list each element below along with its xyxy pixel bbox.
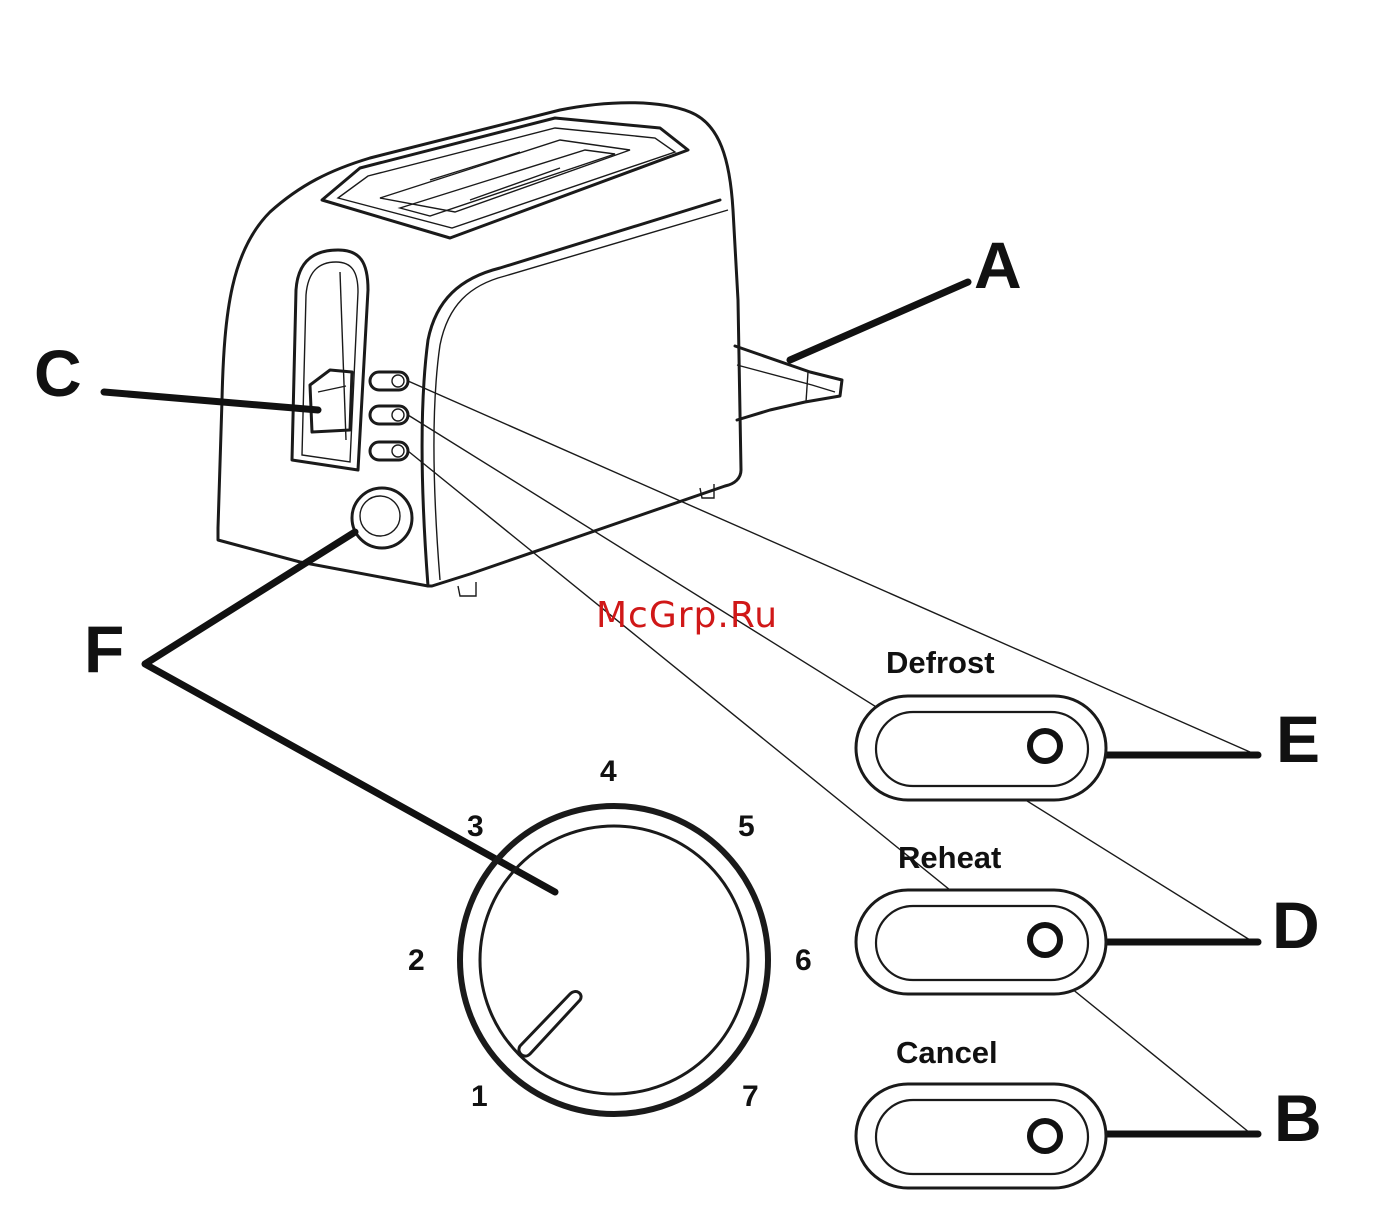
callout-letters: A C F E D B <box>34 228 1322 1155</box>
control-cancel: Cancel <box>856 1035 1106 1188</box>
watermark: McGrp.Ru <box>596 595 778 636</box>
callout-f: F <box>84 612 124 686</box>
dial-number-7: 7 <box>742 1080 759 1113</box>
control-reheat: Reheat <box>856 840 1106 994</box>
control-label-defrost: Defrost <box>886 645 995 680</box>
lever-slot <box>292 250 368 470</box>
toaster-body <box>218 103 741 586</box>
dial-pointer <box>519 992 581 1057</box>
control-label-cancel: Cancel <box>896 1035 998 1070</box>
enlarged-dial: 1 2 3 4 5 6 7 <box>408 755 812 1114</box>
browning-knob <box>352 488 412 548</box>
front-buttons <box>370 372 408 460</box>
callout-c: C <box>34 336 82 410</box>
leader-a <box>790 282 968 360</box>
callout-a: A <box>974 228 1022 302</box>
callout-b: B <box>1274 1081 1322 1155</box>
toaster-illustration <box>218 103 842 596</box>
control-defrost: Defrost <box>856 645 1106 800</box>
dial-number-6: 6 <box>795 944 812 977</box>
callout-e: E <box>1276 702 1320 776</box>
leader-f <box>145 532 555 892</box>
control-label-reheat: Reheat <box>898 840 1001 875</box>
callout-d: D <box>1272 888 1320 962</box>
dial-number-2: 2 <box>408 944 425 977</box>
leader-c <box>104 392 318 410</box>
dial-number-1: 1 <box>471 1080 488 1113</box>
dial-number-3: 3 <box>467 810 484 843</box>
dial-number-5: 5 <box>738 810 755 843</box>
dial-number-4: 4 <box>600 755 617 788</box>
